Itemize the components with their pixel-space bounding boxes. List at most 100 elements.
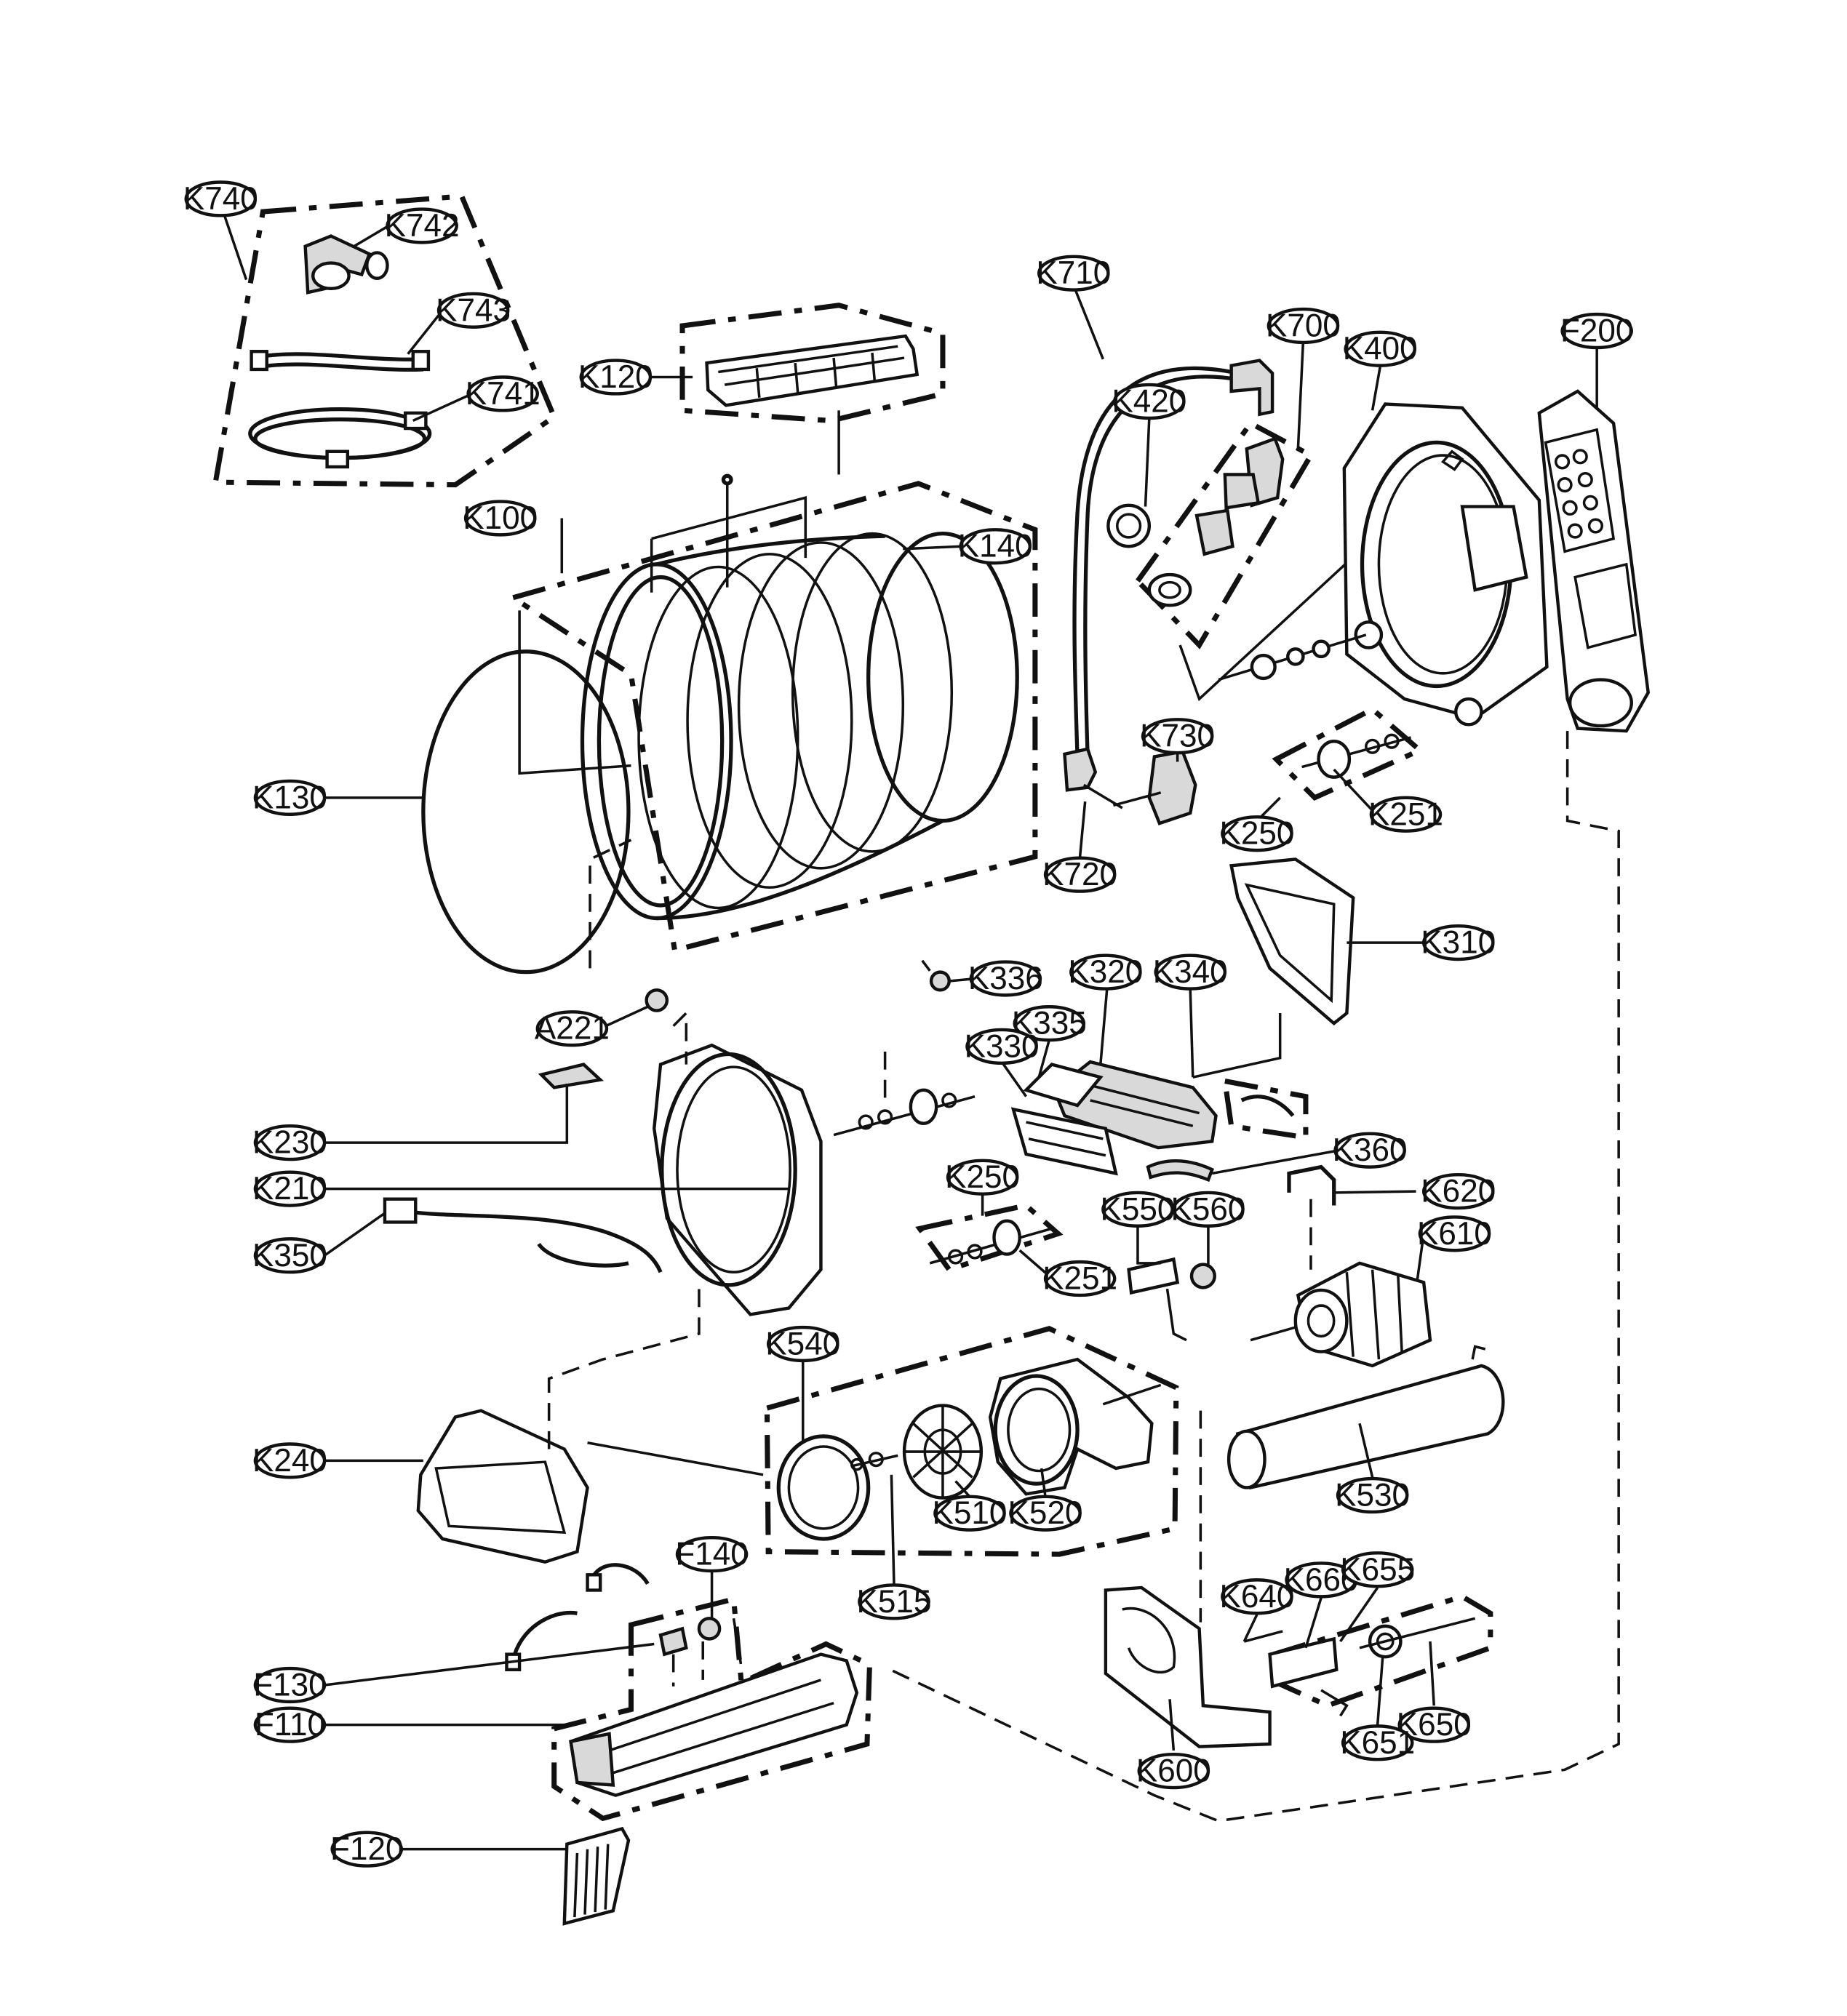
callout-oval xyxy=(253,1706,327,1743)
callout-oval xyxy=(1043,856,1117,893)
callout-k610: K610 xyxy=(1417,1215,1492,1252)
callout-oval xyxy=(1266,307,1340,345)
leader-lines xyxy=(223,215,1598,1851)
callout-text: F200 xyxy=(1560,313,1633,349)
callout-text: K560 xyxy=(1170,1191,1245,1227)
callout-oval xyxy=(969,960,1042,997)
callout-oval xyxy=(253,1442,327,1479)
callout-text: K320 xyxy=(1068,954,1143,990)
callout-oval xyxy=(1141,718,1214,755)
callout-text: K720 xyxy=(1042,857,1117,892)
callout-f120: F120 xyxy=(330,1831,403,1868)
coiled-hose-part xyxy=(248,407,432,469)
callout-oval xyxy=(1341,1551,1414,1588)
callout-oval xyxy=(1344,330,1417,367)
callout-oval xyxy=(1013,1005,1086,1042)
callout-k330: K330 xyxy=(965,1028,1040,1065)
callout-text: K240 xyxy=(252,1443,327,1479)
callout-text: K130 xyxy=(252,780,327,815)
rear-roller-group-outline xyxy=(1272,705,1425,801)
callout-a221: A221 xyxy=(535,1010,610,1047)
blower-group-outline xyxy=(764,1326,1179,1557)
callout-text: K336 xyxy=(968,961,1043,996)
drum-seal-part xyxy=(421,649,632,975)
callout-k741: K741 xyxy=(466,375,540,412)
callout-k710: K710 xyxy=(1036,255,1111,292)
callout-oval xyxy=(959,528,1032,565)
callout-text: F110 xyxy=(255,1707,325,1743)
callout-k335: K335 xyxy=(1012,1005,1087,1042)
callout-text: K740 xyxy=(183,181,258,217)
callout-k730: K730 xyxy=(1140,718,1215,755)
heater-housing-part xyxy=(569,1652,859,1797)
callout-oval xyxy=(858,1583,930,1620)
blower-wheel-part xyxy=(850,1404,984,1500)
rear-duct-part xyxy=(884,389,1650,1823)
callout-k742: K742 xyxy=(385,207,460,244)
callout-k310: K310 xyxy=(1421,924,1496,961)
callout-oval xyxy=(579,359,653,396)
callout-oval xyxy=(1043,1260,1117,1297)
drum-part xyxy=(518,495,1019,921)
callout-k640: K640 xyxy=(1219,1578,1294,1615)
callout-k230: K230 xyxy=(252,1124,327,1161)
callout-oval xyxy=(675,1535,749,1573)
front-bracket-part xyxy=(653,1009,976,1316)
callout-oval xyxy=(1221,815,1293,852)
callout-k130: K130 xyxy=(252,779,327,816)
callout-k515: K515 xyxy=(856,1583,931,1620)
callout-oval xyxy=(1037,255,1110,292)
callout-k743: K743 xyxy=(436,292,511,329)
callout-text: K700 xyxy=(1266,308,1341,343)
callout-oval xyxy=(1421,924,1495,961)
callout-text: K210 xyxy=(252,1171,327,1207)
callout-k420: K420 xyxy=(1112,383,1186,420)
callout-oval xyxy=(253,1170,327,1207)
lint-holder-group-outline xyxy=(1221,1078,1309,1141)
callout-oval xyxy=(1421,1173,1495,1210)
callout-k120: K120 xyxy=(578,359,653,396)
rear-bracket-part xyxy=(1342,402,1549,727)
motor-clamp-part xyxy=(1287,1164,1336,1206)
callout-k655: K655 xyxy=(1340,1551,1415,1588)
callout-oval xyxy=(1418,1215,1491,1252)
callout-oval xyxy=(463,500,537,537)
blower-housing-part xyxy=(988,1357,1162,1496)
callout-oval xyxy=(436,292,510,329)
duct-part xyxy=(705,334,919,537)
callout-text: K742 xyxy=(385,208,460,244)
callout-k250b: K250 xyxy=(945,1159,1020,1196)
callout-f110: F110 xyxy=(253,1706,327,1743)
callout-k540: K540 xyxy=(765,1325,840,1363)
callout-k250a: K250 xyxy=(1219,815,1294,852)
callout-oval xyxy=(535,1010,609,1047)
callout-oval xyxy=(1009,1495,1082,1532)
rear-roller-part xyxy=(1301,733,1411,779)
spring-part xyxy=(921,959,951,992)
clip-part xyxy=(538,1063,604,1089)
callout-k550: K550 xyxy=(1101,1191,1175,1228)
idler-parts xyxy=(1243,1617,1476,1717)
callout-text: K350 xyxy=(252,1238,327,1273)
callout-oval xyxy=(1341,1724,1414,1761)
front-roller-group-outline xyxy=(915,1202,1064,1273)
callout-oval xyxy=(1397,1706,1471,1743)
callout-k650: K650 xyxy=(1397,1706,1472,1743)
callout-text: F140 xyxy=(675,1537,748,1572)
callout-text: K340 xyxy=(1153,954,1228,990)
callout-text: K250 xyxy=(945,1159,1020,1195)
callout-k350: K350 xyxy=(252,1237,327,1274)
callout-text: K360 xyxy=(1333,1132,1408,1168)
callout-k320: K320 xyxy=(1068,953,1143,991)
callout-oval xyxy=(1069,953,1142,991)
callout-oval xyxy=(1154,953,1227,991)
callout-text: K651 xyxy=(1340,1725,1415,1761)
callout-text: K515 xyxy=(856,1584,931,1620)
callout-text: K600 xyxy=(1136,1753,1211,1789)
callout-oval xyxy=(184,180,258,217)
callout-k620: K620 xyxy=(1421,1173,1496,1210)
callout-k251a: K251 xyxy=(1368,796,1443,833)
callout-text: K655 xyxy=(1340,1552,1415,1588)
